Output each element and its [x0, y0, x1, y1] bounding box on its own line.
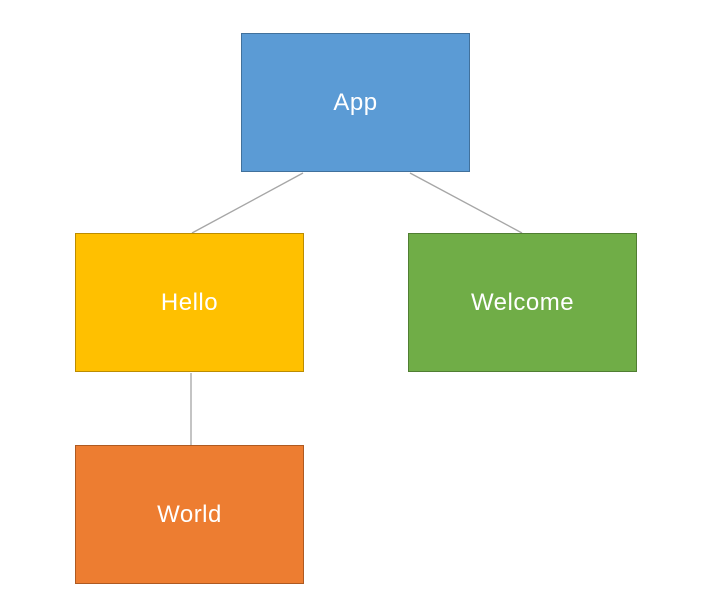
- node-hello[interactable]: Hello: [75, 233, 304, 372]
- node-app[interactable]: App: [241, 33, 470, 172]
- edge-app-welcome: [409, 172, 523, 234]
- node-hello-label: Hello: [160, 288, 219, 316]
- node-world[interactable]: World: [75, 445, 304, 584]
- node-world-label: World: [157, 500, 222, 528]
- node-app-label: App: [333, 88, 378, 116]
- edge-app-hello: [191, 172, 304, 234]
- node-welcome-label: Welcome: [470, 288, 575, 316]
- node-welcome[interactable]: Welcome: [408, 233, 637, 372]
